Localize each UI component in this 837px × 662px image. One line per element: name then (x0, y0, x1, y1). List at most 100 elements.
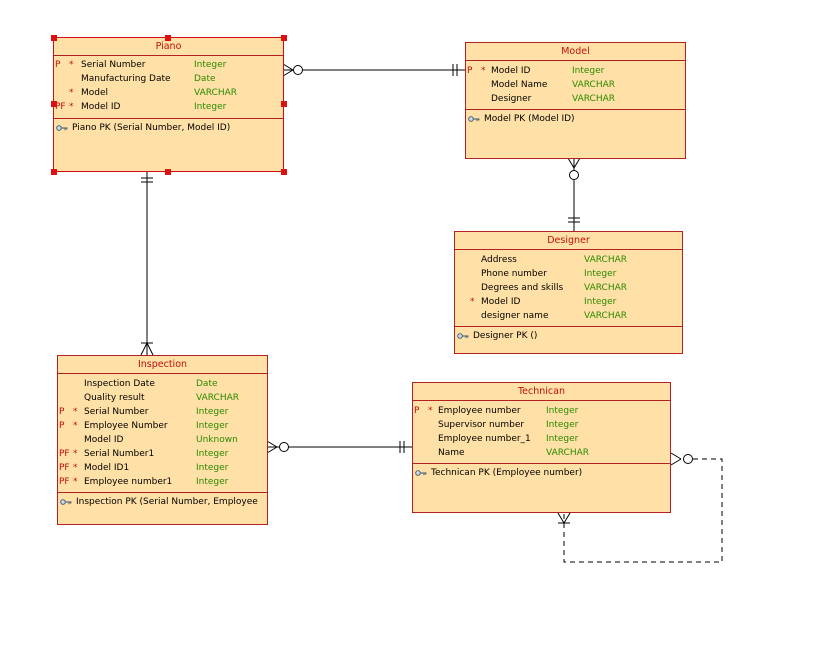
attribute-row[interactable]: Designer VARCHAR (466, 92, 685, 106)
key-icon (457, 333, 469, 339)
selection-handle[interactable] (165, 169, 171, 175)
attribute-row[interactable]: PF * Employee number1 Integer (58, 475, 267, 489)
primary-key-label: Piano PK (Serial Number, Model ID) (72, 123, 231, 133)
attribute-type: VARCHAR (194, 88, 238, 98)
mandatory-indicator: * (73, 463, 78, 473)
attribute-row[interactable]: PF * Serial Number1 Integer (58, 447, 267, 461)
key-icon (468, 116, 480, 122)
mandatory-indicator: * (470, 297, 475, 307)
selection-handle[interactable] (51, 101, 57, 107)
primary-key-row[interactable]: Inspection PK (Serial Number, Employee (58, 495, 267, 509)
attribute-row[interactable]: PF * Model ID Integer (54, 100, 283, 114)
attribute-list: Inspection Date Date Quality result VARC… (58, 374, 267, 493)
attribute-row[interactable]: PF * Model ID1 Integer (58, 461, 267, 475)
attribute-row[interactable]: Model Name VARCHAR (466, 78, 685, 92)
key-icon (56, 125, 68, 131)
selection-handle[interactable] (281, 169, 287, 175)
attribute-row[interactable]: * Model VARCHAR (54, 86, 283, 100)
attribute-type: Date (196, 379, 218, 389)
selection-handle[interactable] (51, 35, 57, 41)
attribute-type: Integer (194, 102, 227, 112)
mandatory-indicator: * (69, 60, 74, 70)
attribute-name: Quality result (84, 393, 145, 403)
attribute-row[interactable]: Manufacturing Date Date (54, 72, 283, 86)
mandatory-indicator: * (428, 406, 433, 416)
primary-key-row[interactable]: Model PK (Model ID) (466, 112, 685, 126)
primary-key-label: Inspection PK (Serial Number, Employee (76, 497, 258, 507)
mandatory-indicator: * (69, 102, 74, 112)
attribute-name: Serial Number1 (84, 449, 155, 459)
attribute-type: Date (194, 74, 216, 84)
entity-piano[interactable]: Piano P * Serial Number Integer Manufact… (53, 37, 284, 172)
attribute-name: Model Name (491, 80, 548, 90)
attribute-row[interactable]: Quality result VARCHAR (58, 391, 267, 405)
attribute-type: Integer (196, 449, 229, 459)
relationship-inspection-piano[interactable] (140, 171, 154, 356)
entity-title: Designer (455, 232, 682, 250)
attribute-row[interactable]: Degrees and skills VARCHAR (455, 281, 682, 295)
entity-title: Inspection (58, 356, 267, 374)
attribute-type: Integer (196, 477, 229, 487)
primary-key-row[interactable]: Designer PK () (455, 329, 682, 343)
attribute-name: designer name (481, 311, 549, 321)
selection-handle[interactable] (165, 35, 171, 41)
attribute-name: Name (438, 448, 465, 458)
entity-technican[interactable]: Technican P * Employee number Integer Su… (412, 382, 671, 513)
attribute-row[interactable]: Model ID Unknown (58, 433, 267, 447)
mandatory-indicator: * (73, 449, 78, 459)
primary-key-label: Designer PK () (473, 331, 538, 341)
attribute-name: Degrees and skills (481, 283, 564, 293)
attribute-row[interactable]: P * Model ID Integer (466, 64, 685, 78)
attribute-name: Model ID (84, 435, 124, 445)
attribute-row[interactable]: Address VARCHAR (455, 253, 682, 267)
entity-inspection[interactable]: Inspection Inspection Date Date Quality … (57, 355, 268, 525)
relationship-designer-model[interactable] (567, 157, 581, 231)
attribute-row[interactable]: designer name VARCHAR (455, 309, 682, 323)
attribute-type: VARCHAR (572, 80, 616, 90)
attribute-name: Model ID1 (84, 463, 130, 473)
attribute-type: VARCHAR (584, 255, 628, 265)
attribute-name: Designer (491, 94, 532, 104)
selection-handle[interactable] (51, 169, 57, 175)
attribute-name: Address (481, 255, 517, 265)
attribute-row[interactable]: Supervisor number Integer (413, 418, 670, 432)
attribute-row[interactable]: Phone number Integer (455, 267, 682, 281)
attribute-row[interactable]: P * Serial Number Integer (54, 58, 283, 72)
selection-handle[interactable] (281, 35, 287, 41)
attribute-type: Integer (194, 60, 227, 70)
primary-key-row[interactable]: Piano PK (Serial Number, Model ID) (54, 121, 283, 135)
attribute-list: Address VARCHAR Phone number Integer Deg… (455, 250, 682, 327)
relationship-inspection-technican[interactable] (266, 440, 412, 454)
key-indicator: P (467, 66, 473, 76)
attribute-list: P * Serial Number Integer Manufacturing … (54, 56, 283, 119)
attribute-row[interactable]: Name VARCHAR (413, 446, 670, 460)
mandatory-indicator: * (73, 421, 78, 431)
attribute-type: VARCHAR (584, 311, 628, 321)
key-indicator: P (59, 421, 65, 431)
attribute-list: P * Model ID Integer Model Name VARCHAR … (466, 61, 685, 110)
relationship-piano-model[interactable] (282, 63, 465, 77)
primary-key-row[interactable]: Technican PK (Employee number) (413, 466, 670, 480)
entity-title: Model (466, 43, 685, 61)
entity-designer[interactable]: Designer Address VARCHAR Phone number In… (454, 231, 683, 354)
attribute-row[interactable]: Employee number_1 Integer (413, 432, 670, 446)
attribute-name: Model ID (81, 102, 121, 112)
attribute-name: Employee Number (84, 421, 168, 431)
attribute-type: VARCHAR (546, 448, 590, 458)
attribute-row[interactable]: * Model ID Integer (455, 295, 682, 309)
attribute-type: VARCHAR (572, 94, 616, 104)
mandatory-indicator: * (69, 88, 74, 98)
relationship-technican-self[interactable] (557, 452, 723, 563)
entity-model[interactable]: Model P * Model ID Integer Model Name VA… (465, 42, 686, 159)
attribute-type: VARCHAR (584, 283, 628, 293)
attribute-name: Supervisor number (438, 420, 525, 430)
key-indicator: PF (59, 463, 70, 473)
mandatory-indicator: * (481, 66, 486, 76)
selection-handle[interactable] (281, 101, 287, 107)
entity-title: Technican (413, 383, 670, 401)
attribute-row[interactable]: Inspection Date Date (58, 377, 267, 391)
attribute-row[interactable]: P * Serial Number Integer (58, 405, 267, 419)
attribute-row[interactable]: P * Employee Number Integer (58, 419, 267, 433)
attribute-row[interactable]: P * Employee number Integer (413, 404, 670, 418)
